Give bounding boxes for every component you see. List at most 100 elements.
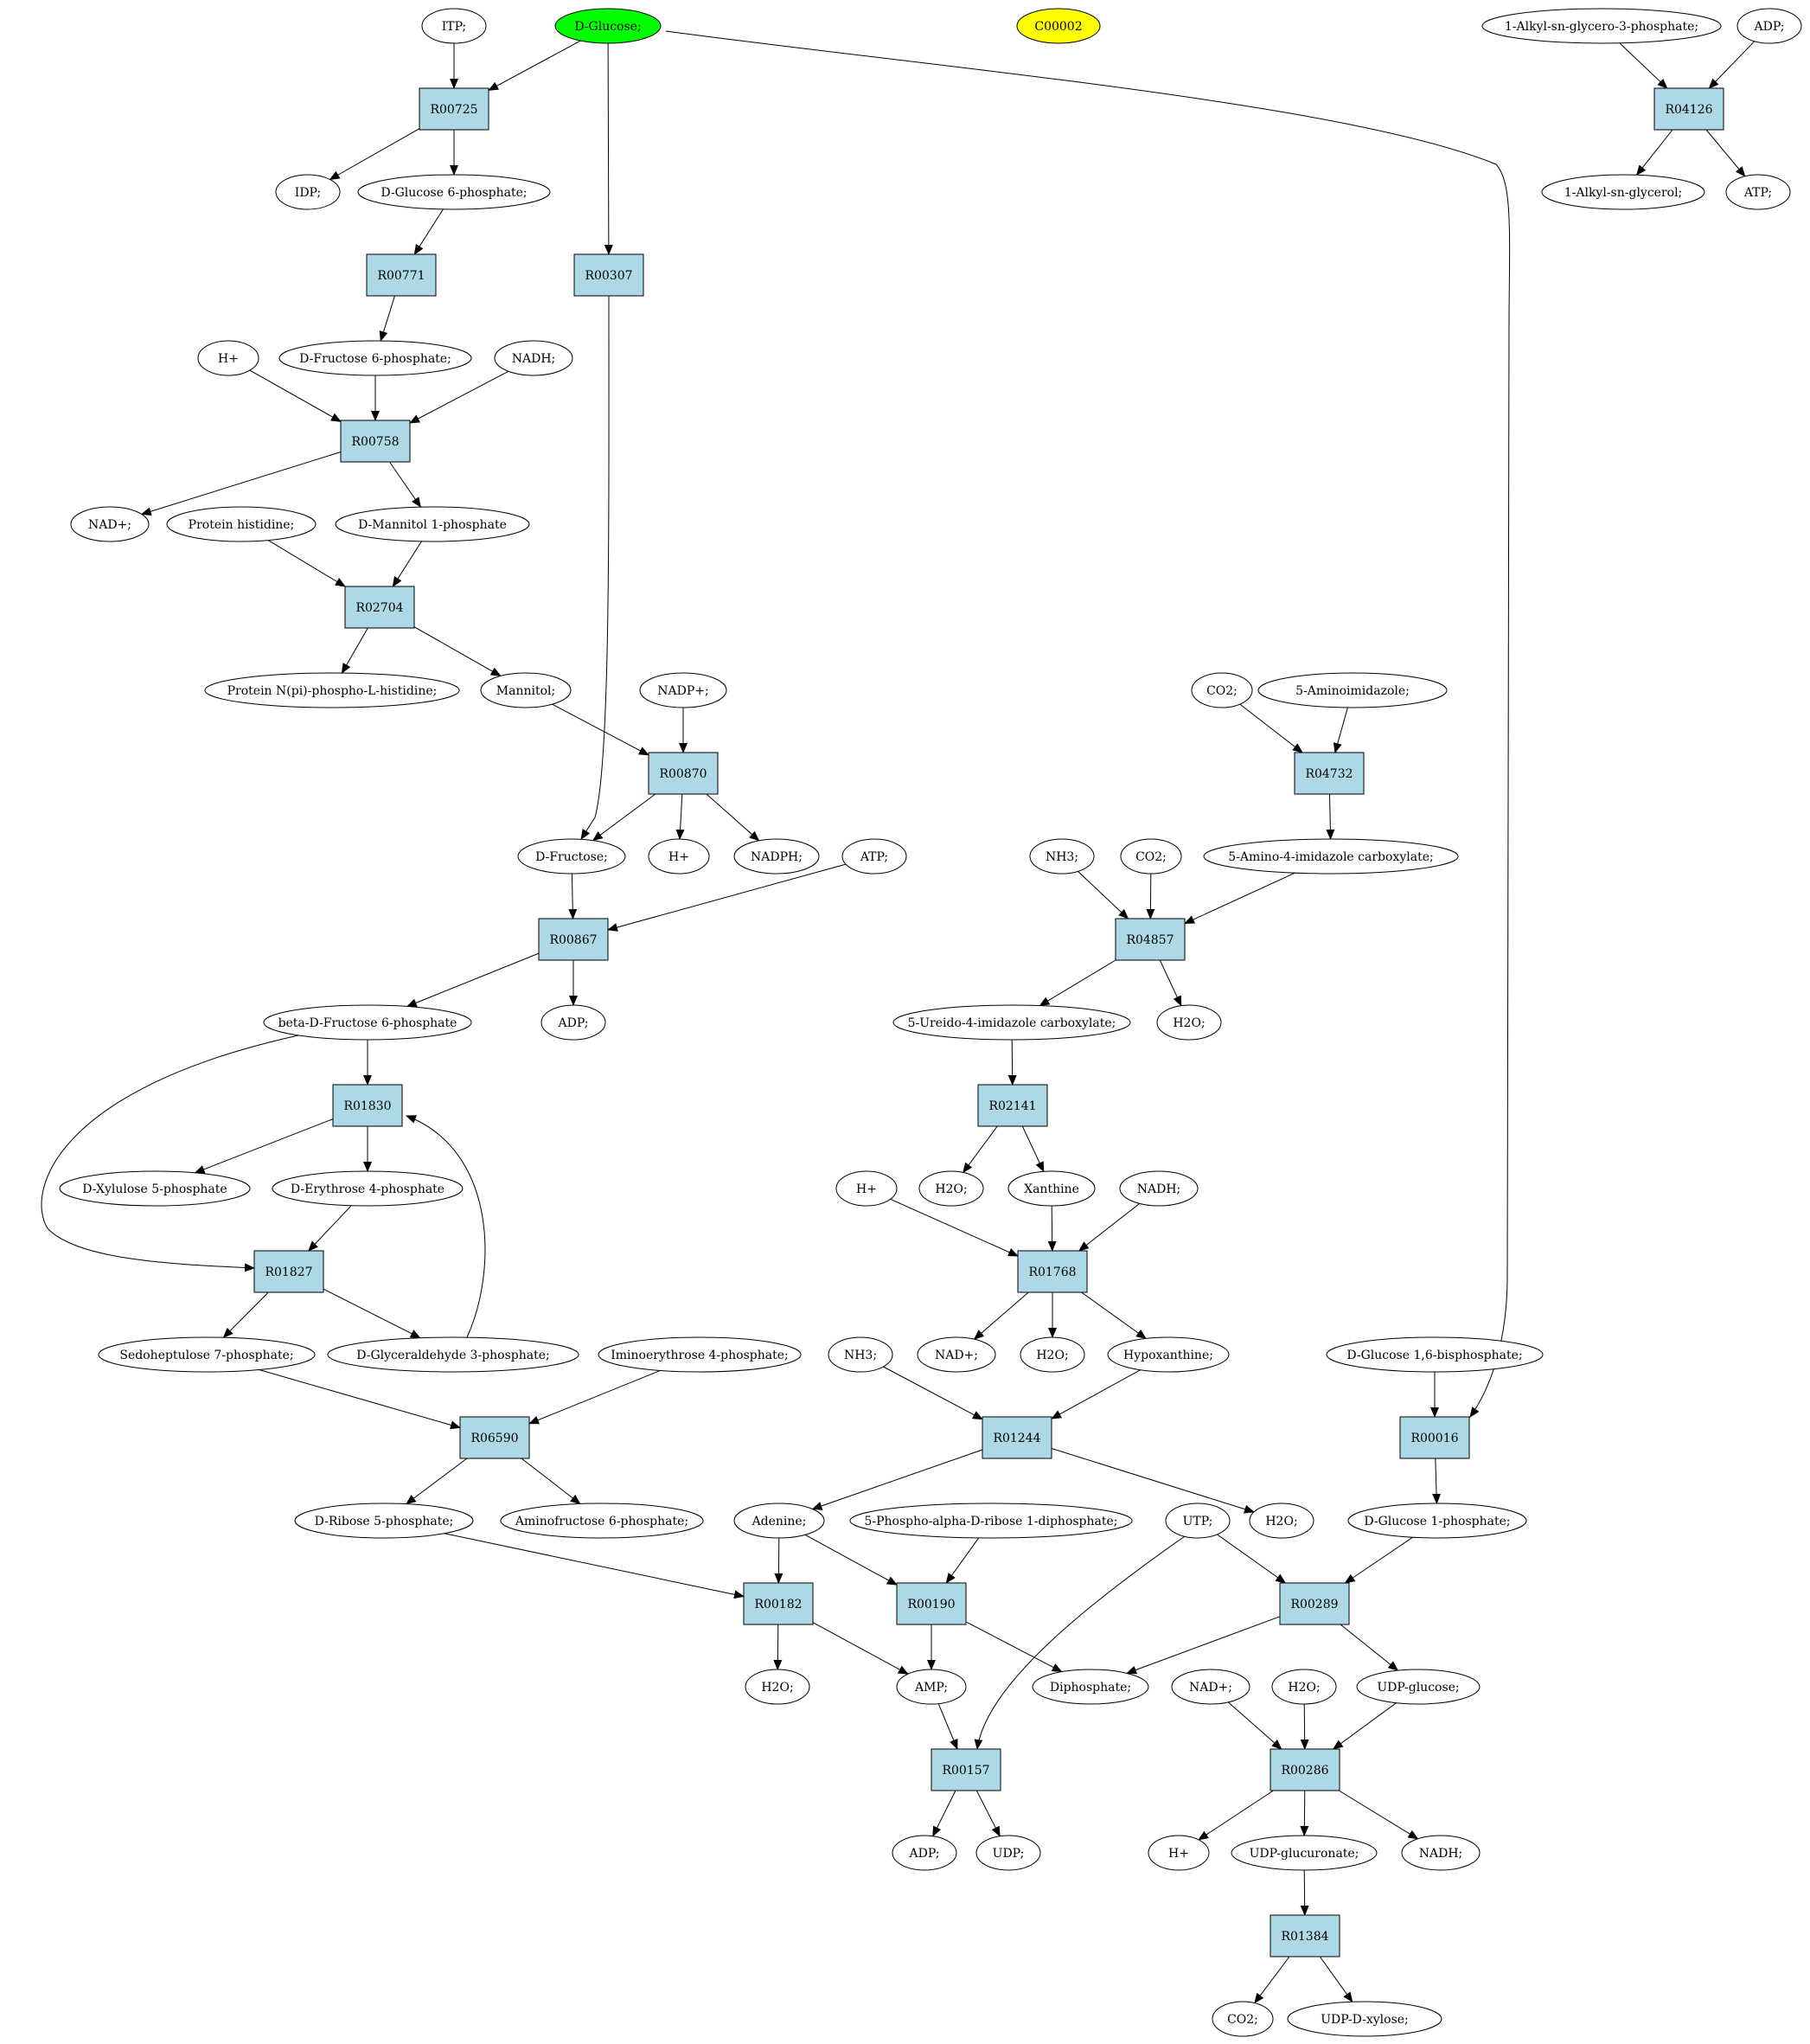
reaction-node-r04126: R04126: [1653, 87, 1724, 131]
compound-ellipse: [421, 8, 487, 44]
reaction-node-r00182: R00182: [743, 1582, 814, 1625]
edge-r00870-to-fru: [592, 793, 656, 842]
node-label: NAD+;: [88, 518, 131, 532]
node-label: beta-D-Fructose 6-phosphate: [278, 1016, 457, 1030]
node-label: UDP-glucose;: [1377, 1681, 1459, 1695]
edge-r04857-to-h2o_1: [1159, 959, 1182, 1007]
compound-node-nadh1: NADH;: [494, 340, 573, 376]
compound-ellipse: [745, 1669, 810, 1705]
compound-node-hypo: Hypoxanthine;: [1107, 1336, 1230, 1373]
node-label: R00758: [351, 435, 399, 449]
edge-prothis-to-r02704: [267, 540, 346, 587]
node-label: ATP;: [860, 850, 888, 864]
edge-r01827-to-g3p: [323, 1288, 421, 1339]
node-label: UDP-D-xylose;: [1321, 2013, 1409, 2027]
compound-node-mannitol: Mannitol;: [480, 672, 572, 708]
compound-ellipse: [1020, 1336, 1085, 1373]
edge-r00725-to-idp: [329, 128, 420, 180]
node-label: UDP-glucuronate;: [1250, 1847, 1359, 1861]
reaction-box: [1294, 752, 1365, 795]
node-label: R01244: [993, 1432, 1040, 1445]
node-label: IDP;: [295, 186, 321, 200]
compound-node-hplus1: H+: [197, 340, 259, 376]
edge-r00758-to-nadplus1: [140, 452, 342, 516]
node-label: C00002: [1034, 20, 1082, 34]
compound-ellipse: [494, 340, 573, 376]
compound-node-s7p: Sedoheptulose 7-phosphate;: [98, 1336, 316, 1373]
compound-ellipse: [98, 1336, 316, 1373]
compound-node-nadplus2: NAD+;: [917, 1336, 996, 1373]
compound-node-ade: Adenine;: [733, 1503, 825, 1539]
reaction-node-r01384: R01384: [1270, 1914, 1340, 1957]
compound-node-r5p: D-Ribose 5-phosphate;: [294, 1503, 474, 1539]
reaction-node-r00725: R00725: [419, 87, 489, 131]
node-label: R01768: [1028, 1265, 1076, 1279]
compound-node-e4p: D-Erythrose 4-phosphate: [272, 1170, 464, 1207]
node-label: H2O;: [761, 1681, 793, 1695]
node-label: Hypoxanthine;: [1123, 1349, 1213, 1362]
reaction-box: [1399, 1416, 1470, 1459]
compound-ellipse: [275, 174, 341, 210]
node-label: NADH;: [512, 352, 556, 366]
node-label: D-Erythrose 4-phosphate: [291, 1182, 445, 1196]
node-label: NH3;: [1046, 850, 1078, 864]
node-label: NAD+;: [935, 1349, 978, 1362]
reaction-node-r00157: R00157: [931, 1748, 1001, 1791]
compound-ellipse: [1401, 1835, 1481, 1871]
node-label: D-Glucose;: [574, 20, 641, 34]
edge-glc-to-r00016: [665, 30, 1511, 1418]
node-label: R02141: [988, 1099, 1036, 1113]
node-label: ADP;: [1754, 20, 1785, 34]
compound-ellipse: [166, 506, 317, 542]
node-label: ADP;: [909, 1847, 940, 1861]
compound-node-nh3_1: NH3;: [1029, 838, 1095, 875]
edge-r00182-to-amp: [812, 1622, 909, 1675]
compound-node-g6p: D-Glucose 6-phosphate;: [357, 174, 551, 210]
node-label: H2O;: [1173, 1016, 1205, 1030]
node-label: CO2;: [1135, 850, 1167, 864]
compound-ellipse: [1191, 672, 1253, 708]
edge-r00867-to-bf6p: [406, 952, 540, 1008]
node-label: H2O;: [1288, 1681, 1320, 1695]
edge-r06590-to-r5p: [405, 1458, 468, 1505]
edge-5u4ic-to-r02141: [1007, 1039, 1017, 1086]
node-label: ADP;: [558, 1016, 589, 1030]
node-label: 5-Amino-4-imidazole carboxylate;: [1228, 850, 1433, 864]
node-label: R00182: [754, 1598, 802, 1611]
compound-node-g3p: D-Glyceraldehyde 3-phosphate;: [327, 1336, 579, 1373]
compound-ellipse: [733, 1503, 825, 1539]
compound-node-itp: ITP;: [421, 8, 487, 44]
reaction-box: [332, 1084, 403, 1127]
node-label: Aminofructose 6-phosphate;: [515, 1515, 688, 1528]
edge-nadh1-to-r00758: [409, 370, 509, 424]
edge-amp-to-r00157: [937, 1703, 958, 1750]
compound-ellipse: [480, 672, 572, 708]
node-label: D-Glyceraldehyde 3-phosphate;: [356, 1349, 549, 1362]
node-label: R01384: [1281, 1930, 1328, 1944]
compound-node-c00002: C00002: [1016, 8, 1101, 44]
compound-ellipse: [500, 1503, 704, 1539]
compound-ellipse: [849, 1503, 1133, 1539]
edge-r01244-to-ade: [811, 1449, 983, 1510]
edge-r00157-to-udp: [975, 1790, 1001, 1837]
compound-node-5ai: 5-Aminoimidazole;: [1257, 672, 1448, 708]
compound-ellipse: [294, 1503, 474, 1539]
node-label: NADP+;: [657, 684, 708, 698]
compound-ellipse: [1156, 1004, 1222, 1041]
node-label: R00016: [1410, 1432, 1458, 1445]
edge-nadplus3-to-r00286: [1227, 1701, 1282, 1750]
compound-ellipse: [918, 1170, 984, 1207]
node-label: R00157: [942, 1764, 989, 1778]
reaction-node-r01244: R01244: [982, 1416, 1052, 1459]
compound-ellipse: [1271, 1669, 1337, 1705]
node-label: NH3;: [844, 1349, 877, 1362]
compound-ellipse: [278, 340, 472, 376]
edge-bf6p-to-r01827: [41, 1035, 299, 1272]
compound-ellipse: [917, 1336, 996, 1373]
compound-node-h2o_6: H2O;: [1271, 1669, 1337, 1705]
edge-r01830-to-xu5p: [194, 1118, 334, 1174]
node-label: Mannitol;: [496, 684, 555, 698]
reaction-box: [1270, 1914, 1340, 1957]
compound-ellipse: [204, 672, 460, 708]
